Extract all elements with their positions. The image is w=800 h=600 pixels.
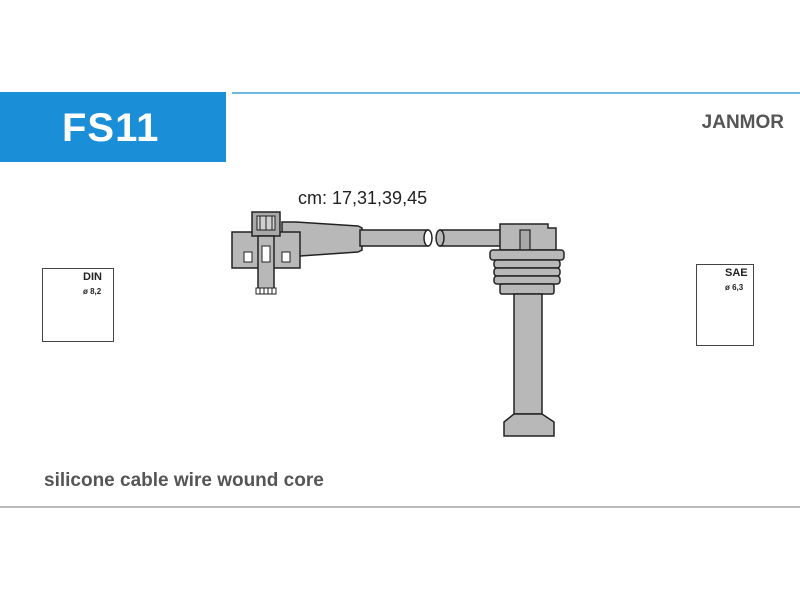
din-diameter: ø 8,2 bbox=[83, 287, 102, 296]
cable-lengths-label: cm: 17,31,39,45 bbox=[298, 188, 428, 208]
product-description: silicone cable wire wound core bbox=[44, 470, 324, 491]
spark-plug-boot bbox=[489, 223, 565, 437]
sae-label: SAE bbox=[725, 267, 748, 279]
footer-rule bbox=[0, 506, 800, 508]
sae-terminal-box: SAE ø 6,3 bbox=[696, 264, 754, 346]
header-rule bbox=[232, 92, 800, 94]
din-terminal-box: DIN ø 8,2 bbox=[42, 268, 114, 342]
part-code-banner bbox=[0, 92, 226, 162]
cable-section-left bbox=[359, 229, 433, 247]
cable-section-right bbox=[435, 229, 503, 247]
sae-diameter: ø 6,3 bbox=[725, 283, 744, 292]
part-code: FS11 bbox=[62, 106, 160, 150]
brand-name: JANMOR bbox=[701, 112, 784, 133]
coil-side-connector bbox=[231, 211, 363, 295]
din-label: DIN bbox=[83, 271, 102, 283]
